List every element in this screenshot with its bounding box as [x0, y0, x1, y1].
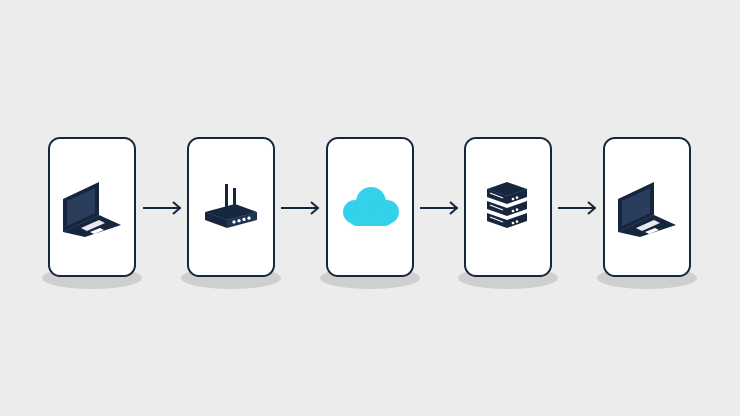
- laptop-icon: [618, 182, 676, 237]
- flow-arrow: [419, 199, 461, 217]
- node-cloud: [326, 137, 414, 277]
- node-source-laptop: [48, 137, 136, 277]
- flow-arrow: [557, 199, 599, 217]
- node-destination-laptop: [603, 137, 691, 277]
- node-server: [464, 137, 552, 277]
- laptop-icon: [63, 182, 121, 237]
- node-router: [187, 137, 275, 277]
- server-rack-icon: [487, 182, 527, 228]
- flow-arrow: [142, 199, 184, 217]
- router-icon: [205, 184, 257, 228]
- cloud-icon: [343, 187, 399, 226]
- flow-arrow: [280, 199, 322, 217]
